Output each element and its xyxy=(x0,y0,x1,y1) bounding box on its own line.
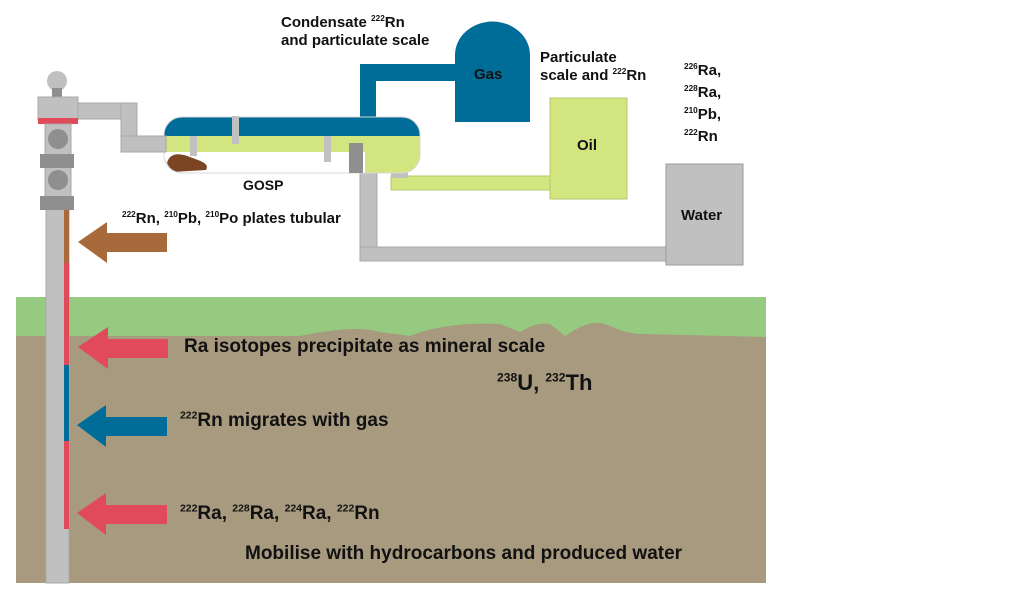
valve-flange xyxy=(40,196,74,210)
condensate-label: Condensate 222Rn and particulate scale xyxy=(281,14,430,49)
oil-pipe-joint xyxy=(391,170,408,178)
wellhead-seal xyxy=(38,118,78,124)
uranium-thorium-label: 238U, 232Th xyxy=(497,370,593,395)
grass-layer xyxy=(16,297,766,339)
oil-tank xyxy=(549,97,628,200)
wellhead xyxy=(37,71,79,210)
gosp-weir xyxy=(349,143,363,173)
valve-lower xyxy=(48,170,68,190)
isotope-item: 222Rn xyxy=(684,128,718,145)
valve-flange xyxy=(40,154,74,168)
water-tank-label: Water xyxy=(681,207,723,224)
oil-pipe xyxy=(390,175,552,191)
tubing-scale-blue xyxy=(64,365,69,441)
gas-tank xyxy=(455,21,530,122)
rn-gas-arrow xyxy=(77,405,167,447)
gosp-baffle xyxy=(190,136,197,156)
water-pipe-horizontal xyxy=(359,246,671,262)
ground xyxy=(16,297,766,583)
gosp-baffle xyxy=(232,116,239,144)
tubing-scale-brown xyxy=(64,210,69,263)
soil-layer xyxy=(16,322,766,583)
gosp-label: GOSP xyxy=(243,177,284,193)
particulate-label: Particulate scale and 222Rn xyxy=(540,49,647,84)
water-isotopes-label: 226Ra, 228Ra, 210Pb, 222Rn xyxy=(684,60,721,148)
water-tank xyxy=(665,163,744,266)
tubing-scale-red-lower xyxy=(64,441,69,529)
isotope-item: 226Ra, xyxy=(684,62,722,79)
mobilise-label: Mobilise with hydrocarbons and produced … xyxy=(245,543,683,564)
gas-tank-label: Gas xyxy=(474,66,503,83)
gas-pipe-horizontal xyxy=(360,64,460,81)
oil-tank-label: Oil xyxy=(577,137,598,154)
gosp-vessel xyxy=(163,116,421,174)
gosp-baffle xyxy=(324,136,331,162)
sludge-deposit xyxy=(167,154,207,172)
ra-scale-arrow xyxy=(78,327,168,369)
rn-gas-label: 222Rn migrates with gas xyxy=(180,410,389,431)
source-isotopes-label: 222Ra, 228Ra, 224Ra, 222Rn xyxy=(180,503,380,524)
wellhead-cap xyxy=(47,71,67,91)
tubing-scale-red-upper xyxy=(64,263,69,366)
valve-upper xyxy=(48,129,68,149)
tubular-plating-arrow xyxy=(78,222,167,263)
wellhead-block xyxy=(37,96,79,121)
ra-scale-label: Ra isotopes precipitate as mineral scale xyxy=(184,336,546,357)
tubular-plating-label: 222Rn, 210Pb, 210Po plates tubular xyxy=(122,210,341,227)
isotope-item: 228Ra, xyxy=(684,84,722,101)
source-isotopes-arrow xyxy=(77,493,167,535)
isotope-item: 210Pb, xyxy=(684,106,722,123)
flowline-to-gosp xyxy=(120,135,167,153)
